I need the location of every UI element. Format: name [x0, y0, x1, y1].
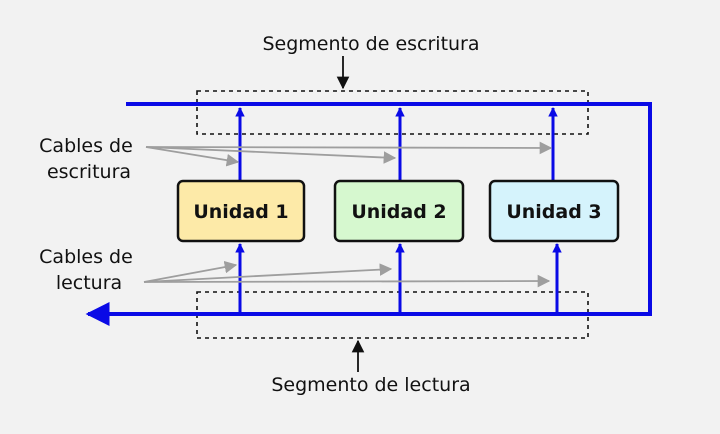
read-pointer-3 [143, 274, 551, 288]
write-cables-label: Cables de escritura [39, 135, 139, 183]
unit-3: Unidad 3 [488, 179, 620, 243]
read-cables-pointers [143, 260, 551, 288]
unit-2-label: Unidad 2 [351, 201, 446, 223]
read-segment-label: Segmento de lectura [271, 374, 470, 396]
unit-2: Unidad 2 [333, 179, 465, 243]
write-segment-label: Segmento de escritura [262, 33, 479, 55]
unit-2-box [333, 179, 465, 243]
unit-1: Unidad 1 [176, 179, 306, 243]
unit-3-label: Unidad 3 [506, 201, 601, 223]
write-segment-region [196, 90, 589, 135]
write-cables-pointers [145, 141, 553, 167]
read-pointer-2 [143, 263, 393, 283]
write-pointer-3 [145, 141, 553, 155]
read-pointer-1 [143, 260, 238, 283]
write-pointer-1 [145, 146, 240, 167]
write-cables-label-line2: escritura [47, 161, 131, 183]
read-cables-label-line2: lectura [56, 272, 122, 294]
read-cables-label-line1: Cables de [39, 246, 133, 268]
write-pointer-2 [145, 146, 397, 164]
unit-3-box [488, 179, 620, 243]
bus-line [85, 102, 652, 326]
read-cables-label: Cables de lectura [39, 246, 139, 294]
unit-1-box [176, 179, 306, 243]
write-cables-label-line1: Cables de [39, 135, 133, 157]
unit-1-label: Unidad 1 [193, 201, 288, 223]
